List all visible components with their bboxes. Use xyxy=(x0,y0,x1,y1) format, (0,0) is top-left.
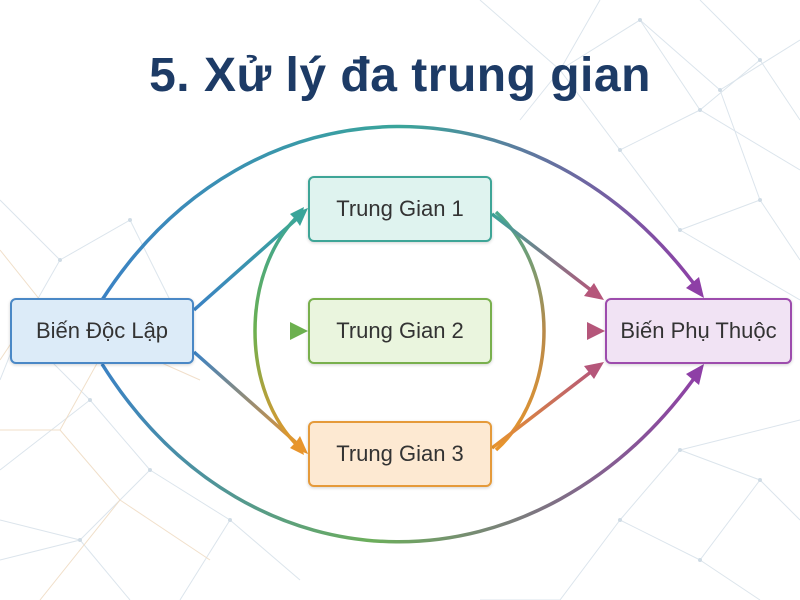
arrowhead-top-arc-dependent xyxy=(686,277,704,298)
node-dependent-variable: Biến Phụ Thuộc xyxy=(605,298,792,364)
edge-independent-dependent-top xyxy=(100,124,702,301)
arrowhead-left-arc-mediator3 xyxy=(290,438,304,455)
edge-left-arc-mediators xyxy=(253,212,302,450)
page-title: 5. Xử lý đa trung gian xyxy=(149,49,651,102)
node-mediator-1-label: Trung Gian 1 xyxy=(336,196,464,221)
arrowhead-mediator1-dependent xyxy=(584,283,604,300)
node-independent-label: Biến Độc Lập xyxy=(35,318,169,343)
edge-independent-dependent-bottom xyxy=(100,363,702,544)
node-mediator-2: Trung Gian 2 xyxy=(308,298,492,364)
arrowheads xyxy=(290,207,704,455)
arrowhead-mediator2-dependent xyxy=(587,322,605,340)
arrowhead-to-mediator2 xyxy=(290,322,308,340)
edge-mediator3-dependent xyxy=(490,366,598,450)
arrowhead-left-arc-mediator1 xyxy=(290,207,304,224)
node-mediator-1: Trung Gian 1 xyxy=(308,176,492,242)
edge-mediator1-dependent xyxy=(490,212,598,296)
node-mediator-3-label: Trung Gian 3 xyxy=(336,441,464,466)
arrowhead-mediator3-dependent xyxy=(584,362,604,379)
node-mediator-2-label: Trung Gian 2 xyxy=(336,318,464,343)
arrowhead-bottom-arc-dependent xyxy=(686,364,704,385)
node-dependent-label: Biến Phụ Thuộc xyxy=(620,318,777,343)
node-independent-variable: Biến Độc Lập xyxy=(10,298,194,364)
node-mediator-3: Trung Gian 3 xyxy=(308,421,492,487)
